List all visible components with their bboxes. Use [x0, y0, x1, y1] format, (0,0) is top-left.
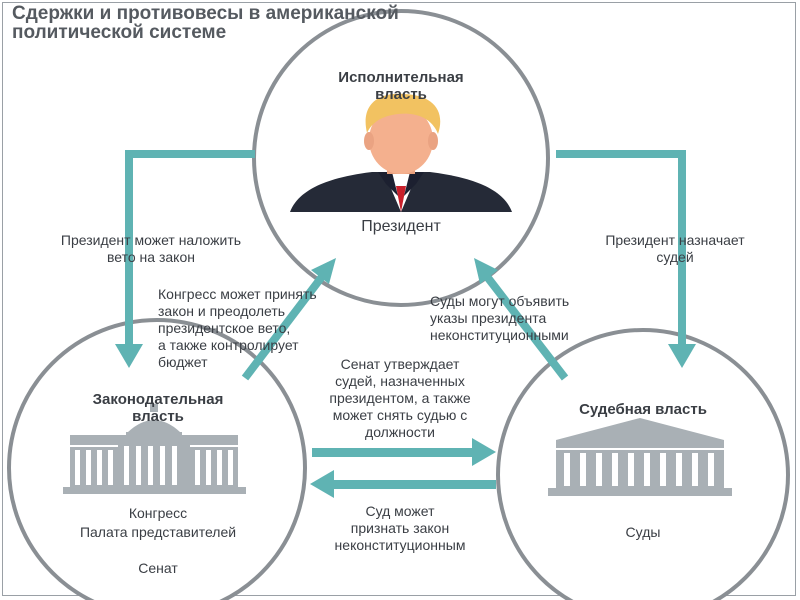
- arrow-unconstitutional-orders: [474, 258, 569, 381]
- arrow-appoint: [556, 150, 696, 368]
- legislative-member-congress: Конгресс: [128, 505, 188, 521]
- relation-override-label: Конгресс может принять закон и преодолет…: [158, 286, 317, 370]
- page-title: Сдержки и противовесы в американской пол…: [12, 4, 399, 42]
- courthouse-icon: [548, 418, 732, 496]
- legislative-member-house: Палата представителей: [79, 524, 237, 540]
- relation-unconstitutional-orders-label: Суды могут объявить указы президента нек…: [430, 293, 570, 343]
- title-line-2: политической системе: [12, 22, 227, 43]
- legislative-member-senate: Сенат: [138, 560, 178, 576]
- executive-person: Президент: [361, 218, 441, 235]
- arrow-override: [241, 258, 336, 381]
- title-line-1: Сдержки и противовесы в американской: [12, 3, 399, 24]
- relation-veto-label: Президент может наложить вето на закон: [60, 232, 242, 265]
- arrow-veto: [115, 150, 255, 368]
- president-portrait-icon: [290, 93, 512, 212]
- capitol-building-icon: [63, 404, 246, 494]
- arrow-senate-confirms: [312, 438, 496, 466]
- legislative-heading: Законодательная власть: [92, 391, 224, 425]
- judicial-heading: Судебная власть: [579, 401, 707, 418]
- executive-heading: Исполнительная власть: [338, 69, 464, 103]
- relation-senate-confirms-label: Сенат утверждает судей, назначенных през…: [329, 356, 471, 440]
- arrow-court-law: [310, 470, 496, 498]
- judicial-member-courts: Суды: [625, 524, 661, 540]
- relation-appoint-label: Президент назначает судей: [605, 232, 745, 265]
- relation-court-law-label: Суд может признать закон неконституционн…: [334, 503, 466, 553]
